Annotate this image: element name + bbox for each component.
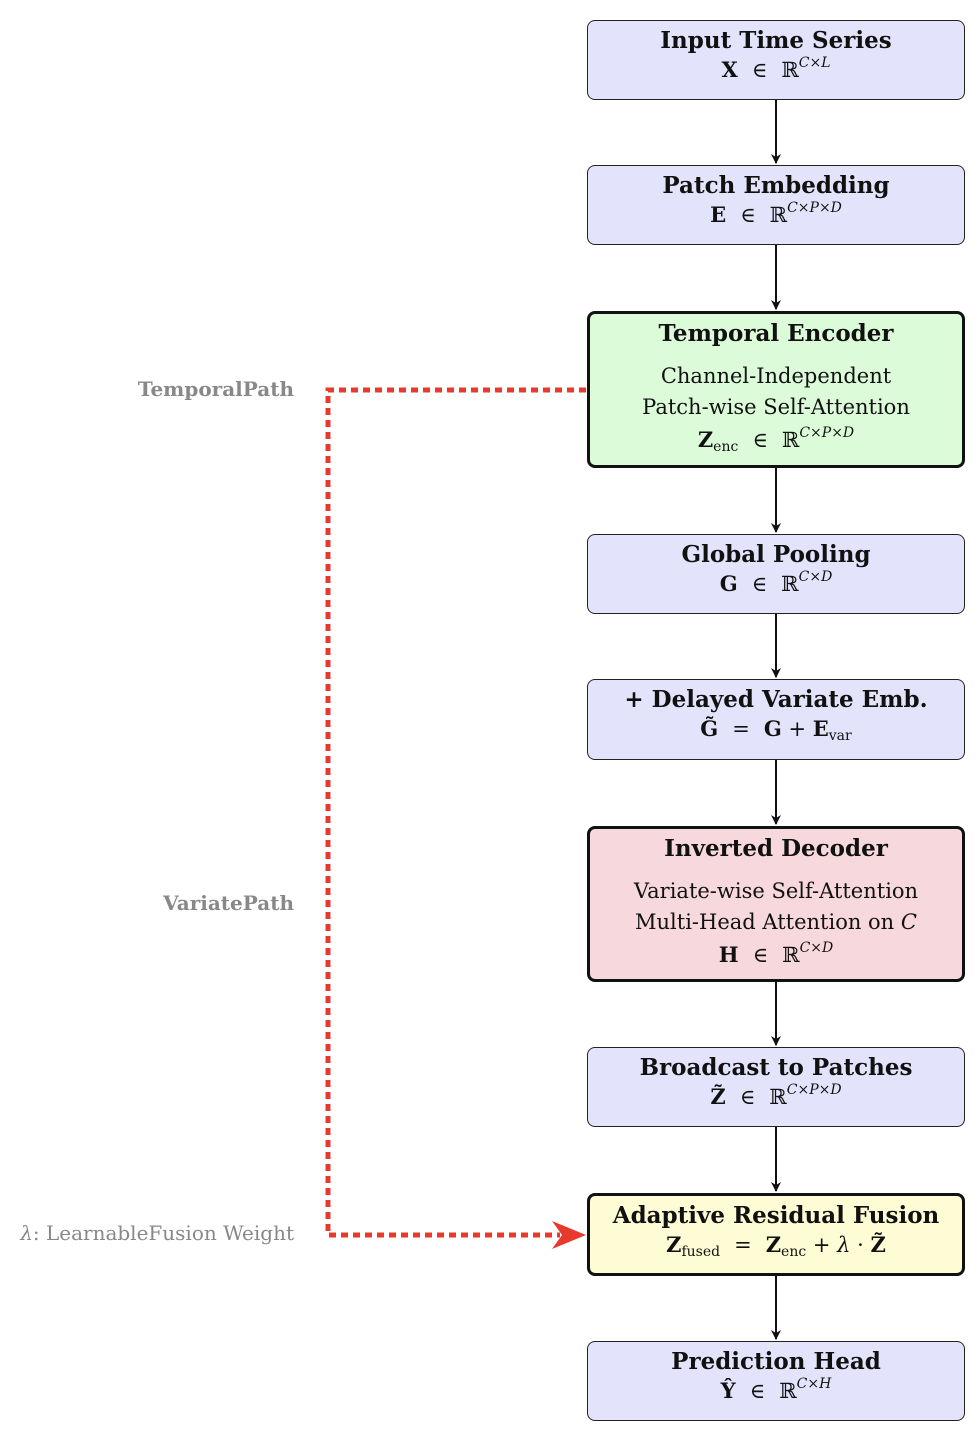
node-formula: E∈ℝC×P×D — [710, 200, 842, 227]
node-title: Input Time Series — [660, 27, 892, 54]
node-formula: X∈ℝC×L — [721, 55, 831, 82]
node-title: Prediction Head — [671, 1348, 881, 1375]
node-title: Broadcast to Patches — [639, 1054, 913, 1081]
node-title: Inverted Decoder — [664, 835, 888, 862]
node-title: Adaptive Residual Fusion — [612, 1202, 940, 1229]
prediction-head-node: Prediction Head Ŷ∈ℝC×H — [587, 1341, 965, 1421]
node-description-line: Channel-Independent — [660, 364, 892, 388]
input-time-series-node: Input Time Series X∈ℝC×L — [587, 20, 965, 100]
node-title: Patch Embedding — [662, 172, 890, 199]
broadcast-to-patches-node: Broadcast to Patches Z̃∈ℝC×P×D — [587, 1047, 965, 1127]
node-title: Temporal Encoder — [658, 320, 894, 347]
node-description-line: Patch-wise Self-Attention — [642, 395, 910, 419]
node-formula: G∈ℝC×D — [719, 569, 833, 596]
node-formula: Zfused=Zenc + λ · Z̃ — [666, 1232, 886, 1260]
node-description-line: Multi-Head Attention on C — [635, 910, 917, 934]
inverted-decoder-node: Inverted Decoder Variate-wise Self-Atten… — [587, 826, 965, 982]
node-formula: Z̃∈ℝC×P×D — [710, 1082, 842, 1109]
global-pooling-node: Global Pooling G∈ℝC×D — [587, 534, 965, 614]
node-formula: G̃=G + Evar — [700, 716, 852, 744]
variate-path-label: VariatePath — [163, 891, 294, 915]
temporal-encoder-node: Temporal Encoder Channel-Independent Pat… — [587, 311, 965, 468]
skip-path-arrowhead — [552, 1221, 586, 1249]
node-title: + Delayed Variate Emb. — [624, 686, 928, 713]
temporal-path-label: TemporalPath — [137, 377, 294, 401]
node-title: Global Pooling — [681, 541, 871, 568]
fusion-weight-label: λ: LearnableFusion Weight — [20, 1221, 294, 1245]
node-formula: Zenc∈ℝC×P×D — [697, 425, 855, 455]
fusion-weight-text: : LearnableFusion Weight — [32, 1221, 294, 1245]
node-formula: H∈ℝC×D — [718, 940, 834, 967]
node-formula: Ŷ∈ℝC×H — [720, 1376, 832, 1403]
lambda-symbol: λ — [20, 1221, 33, 1245]
node-description-line: Variate-wise Self-Attention — [633, 879, 919, 903]
adaptive-residual-fusion-node: Adaptive Residual Fusion Zfused=Zenc + λ… — [587, 1193, 965, 1276]
patch-embedding-node: Patch Embedding E∈ℝC×P×D — [587, 165, 965, 245]
delayed-variate-embedding-node: + Delayed Variate Emb. G̃=G + Evar — [587, 679, 965, 760]
temporal-skip-path — [325, 387, 586, 1238]
